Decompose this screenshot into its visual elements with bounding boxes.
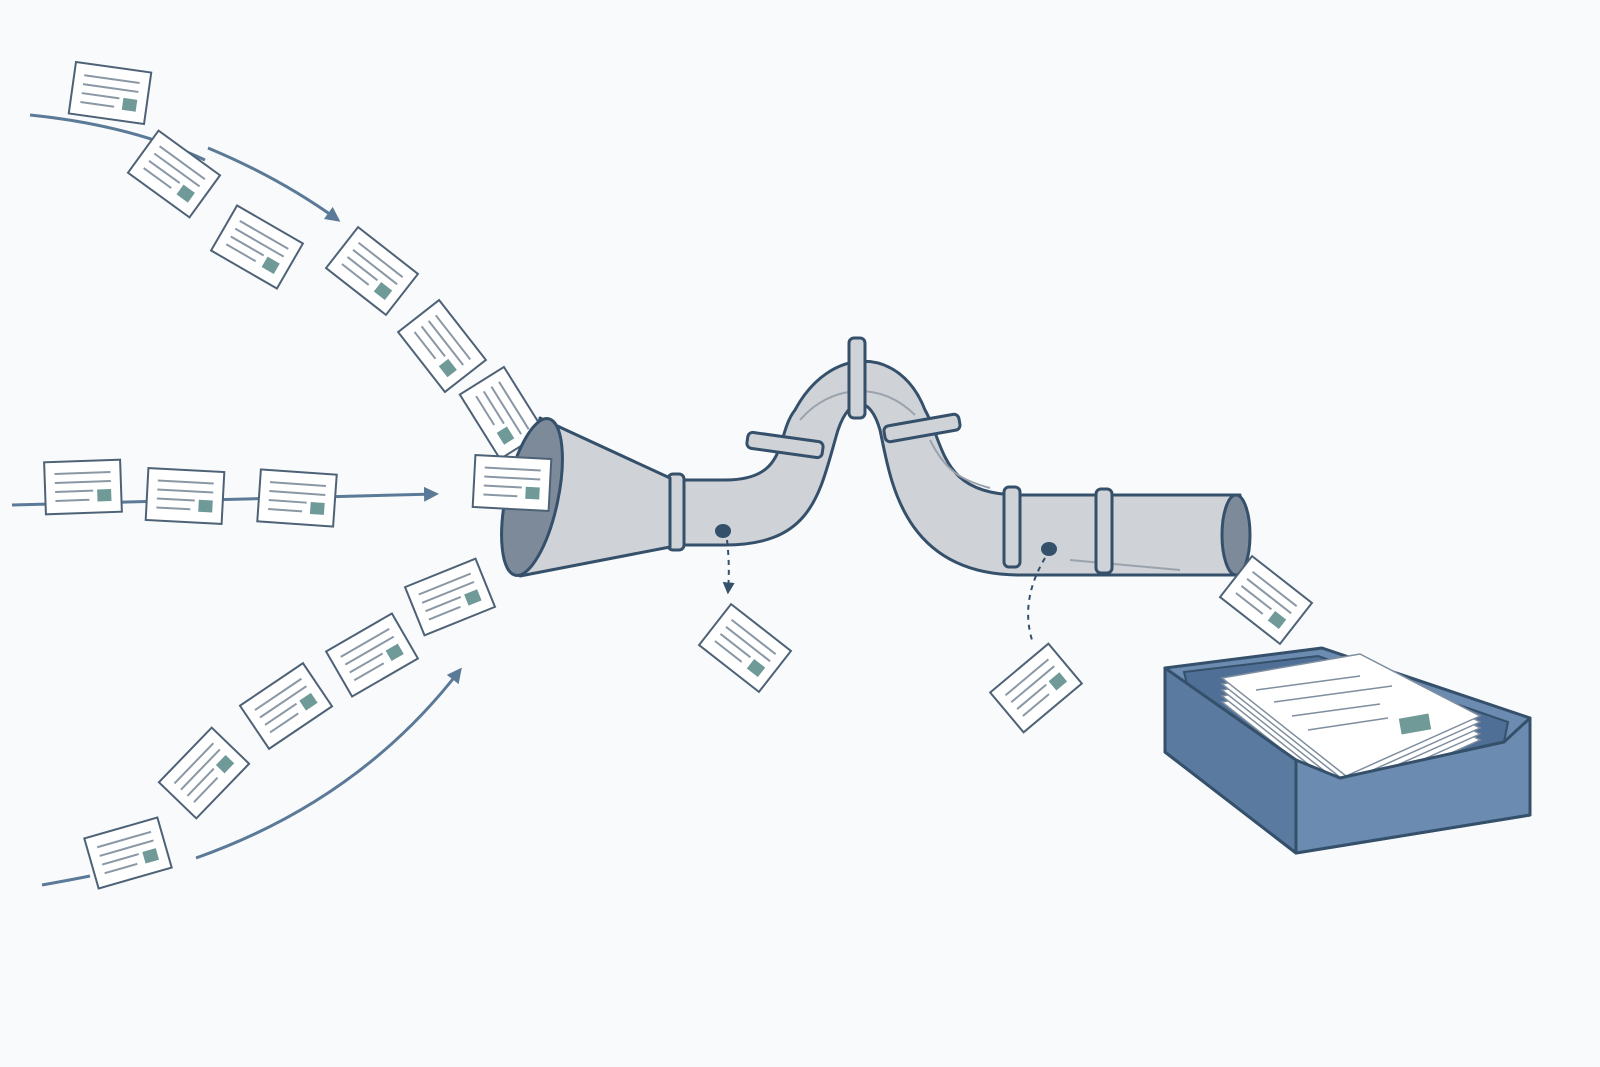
inbox-tray-icon: [1163, 646, 1532, 855]
middle-document-stream: [43, 458, 338, 528]
paper-stack: [1220, 653, 1482, 801]
document-icon: [325, 226, 419, 316]
bottom-document-stream: [83, 557, 496, 890]
document-icon: [157, 726, 251, 820]
document-icon: [83, 816, 173, 890]
document-icon: [404, 557, 496, 637]
arrow-icon: [207, 146, 341, 222]
leak-drip: [1027, 557, 1046, 641]
document-icon: [238, 662, 334, 750]
arrow-icon: [195, 667, 462, 860]
pipe-icon: [658, 336, 1252, 577]
document-icon: [67, 60, 153, 126]
document-icon: [126, 129, 222, 219]
leak-hole-icon: [715, 524, 731, 538]
document-icon: [43, 458, 123, 516]
leak-points: [698, 524, 1083, 734]
document-icon: [698, 603, 792, 693]
leak-drip: [722, 539, 735, 595]
document-icon: [471, 454, 553, 512]
document-icon: [989, 642, 1083, 734]
leak-hole-icon: [1041, 542, 1057, 556]
document-icon: [397, 299, 487, 393]
document-icon: [325, 612, 419, 698]
top-document-stream: [67, 60, 546, 461]
document-icon: [144, 467, 226, 525]
document-icon: [210, 204, 304, 290]
document-icon: [256, 468, 338, 528]
arrow-icon: [41, 874, 91, 887]
